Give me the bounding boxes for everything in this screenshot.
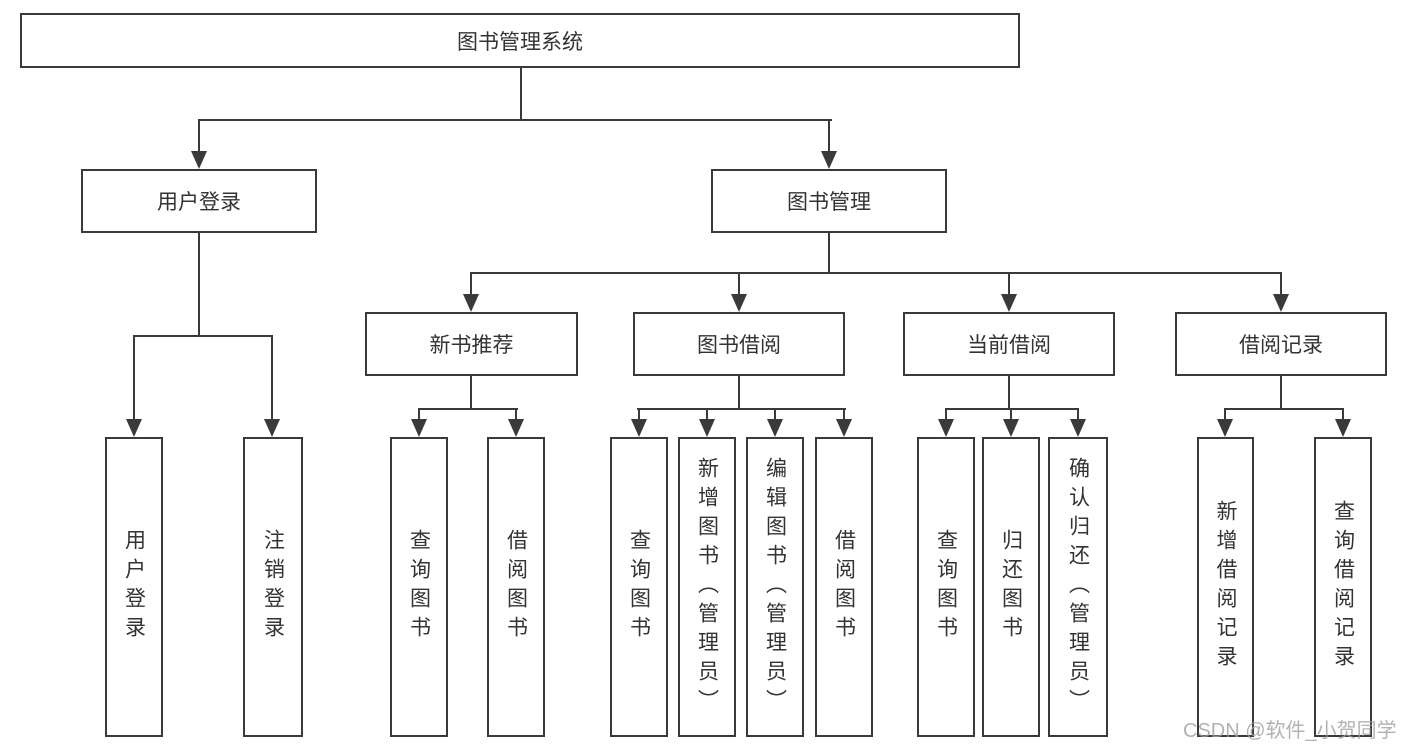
connector-book-mgmt-rail (470, 272, 1282, 274)
connector-book-mgmt-stem (828, 233, 830, 274)
connector-to-leaf-logout (271, 335, 273, 423)
connector-to-leaf-br-add (1224, 408, 1226, 423)
leaf-cb-confirm-return-admin: 确认归还（管理员） (1048, 437, 1108, 737)
connector-to-leaf-bb-query (638, 408, 640, 423)
connector-root-to-book-mgmt (828, 119, 830, 155)
arrowhead-leaf-user-login (126, 419, 142, 437)
node-new-book-rec: 新书推荐 (365, 312, 578, 376)
leaf-bb-query-books: 查询图书 (610, 437, 668, 737)
connector-to-leaf-bb-borrow (843, 408, 845, 423)
arrowhead-user-login (191, 151, 207, 169)
arrowhead-leaf-cb-query (938, 419, 954, 437)
connector-borrow-record-stem (1280, 376, 1282, 410)
connector-book-borrow-rail (637, 408, 846, 410)
arrowhead-leaf-cb-confirm (1070, 419, 1086, 437)
connector-to-leaf-bb-edit (774, 408, 776, 423)
arrowhead-leaf-nbr-query (411, 419, 427, 437)
leaf-bb-borrow-books: 借阅图书 (815, 437, 873, 737)
connector-root-stem (520, 68, 522, 121)
arrowhead-leaf-br-add (1217, 419, 1233, 437)
connector-to-borrow-record (1280, 272, 1282, 298)
node-current-borrow: 当前借阅 (903, 312, 1115, 376)
connector-new-book-rec-rail (418, 408, 518, 410)
connector-borrow-record-rail (1224, 408, 1344, 410)
arrowhead-book-borrow (731, 294, 747, 312)
connector-user-login-stem (198, 233, 200, 337)
connector-to-leaf-cb-confirm (1077, 408, 1079, 423)
connector-root-rail (198, 119, 832, 121)
connector-book-borrow-stem (738, 376, 740, 410)
leaf-nbr-borrow-books: 借阅图书 (487, 437, 545, 737)
leaf-br-query-record: 查询借阅记录 (1314, 437, 1372, 737)
connector-new-book-rec-stem (470, 376, 472, 410)
connector-root-to-user-login (198, 119, 200, 155)
arrowhead-leaf-nbr-borrow (508, 419, 524, 437)
leaf-cb-query-books: 查询图书 (917, 437, 975, 737)
connector-current-borrow-rail (945, 408, 1079, 410)
connector-to-book-borrow (738, 272, 740, 298)
connector-current-borrow-stem (1008, 376, 1010, 410)
leaf-bb-edit-books-admin: 编辑图书（管理员） (746, 437, 804, 737)
node-book-borrow: 图书借阅 (633, 312, 845, 376)
arrowhead-leaf-cb-return (1003, 419, 1019, 437)
node-borrow-record: 借阅记录 (1175, 312, 1387, 376)
connector-to-leaf-cb-return (1010, 408, 1012, 423)
leaf-br-add-record: 新增借阅记录 (1197, 437, 1254, 737)
connector-to-leaf-nbr-query (418, 408, 420, 423)
arrowhead-current-borrow (1001, 294, 1017, 312)
arrowhead-leaf-bb-borrow (836, 419, 852, 437)
connector-to-new-book-rec (470, 272, 472, 298)
node-user-login: 用户登录 (81, 169, 317, 233)
leaf-bb-add-books-admin: 新增图书（管理员） (678, 437, 736, 737)
connector-to-leaf-nbr-borrow (515, 408, 517, 423)
node-root: 图书管理系统 (20, 13, 1020, 68)
connector-to-leaf-cb-query (945, 408, 947, 423)
leaf-cb-return-books: 归还图书 (982, 437, 1040, 737)
leaf-user-login: 用户登录 (105, 437, 163, 737)
connector-to-current-borrow (1008, 272, 1010, 298)
connector-to-leaf-bb-add (706, 408, 708, 423)
arrowhead-leaf-bb-query (631, 419, 647, 437)
connector-to-leaf-user-login (133, 335, 135, 423)
node-book-mgmt: 图书管理 (711, 169, 947, 233)
leaf-nbr-query-books: 查询图书 (390, 437, 448, 737)
arrowhead-book-mgmt (821, 151, 837, 169)
leaf-logout: 注销登录 (243, 437, 303, 737)
arrowhead-leaf-bb-edit (767, 419, 783, 437)
connector-to-leaf-br-query (1342, 408, 1344, 423)
arrowhead-new-book-rec (463, 294, 479, 312)
arrowhead-borrow-record (1273, 294, 1289, 312)
arrowhead-leaf-bb-add (699, 419, 715, 437)
arrowhead-leaf-logout (264, 419, 280, 437)
connector-user-login-rail (133, 335, 273, 337)
arrowhead-leaf-br-query (1335, 419, 1351, 437)
